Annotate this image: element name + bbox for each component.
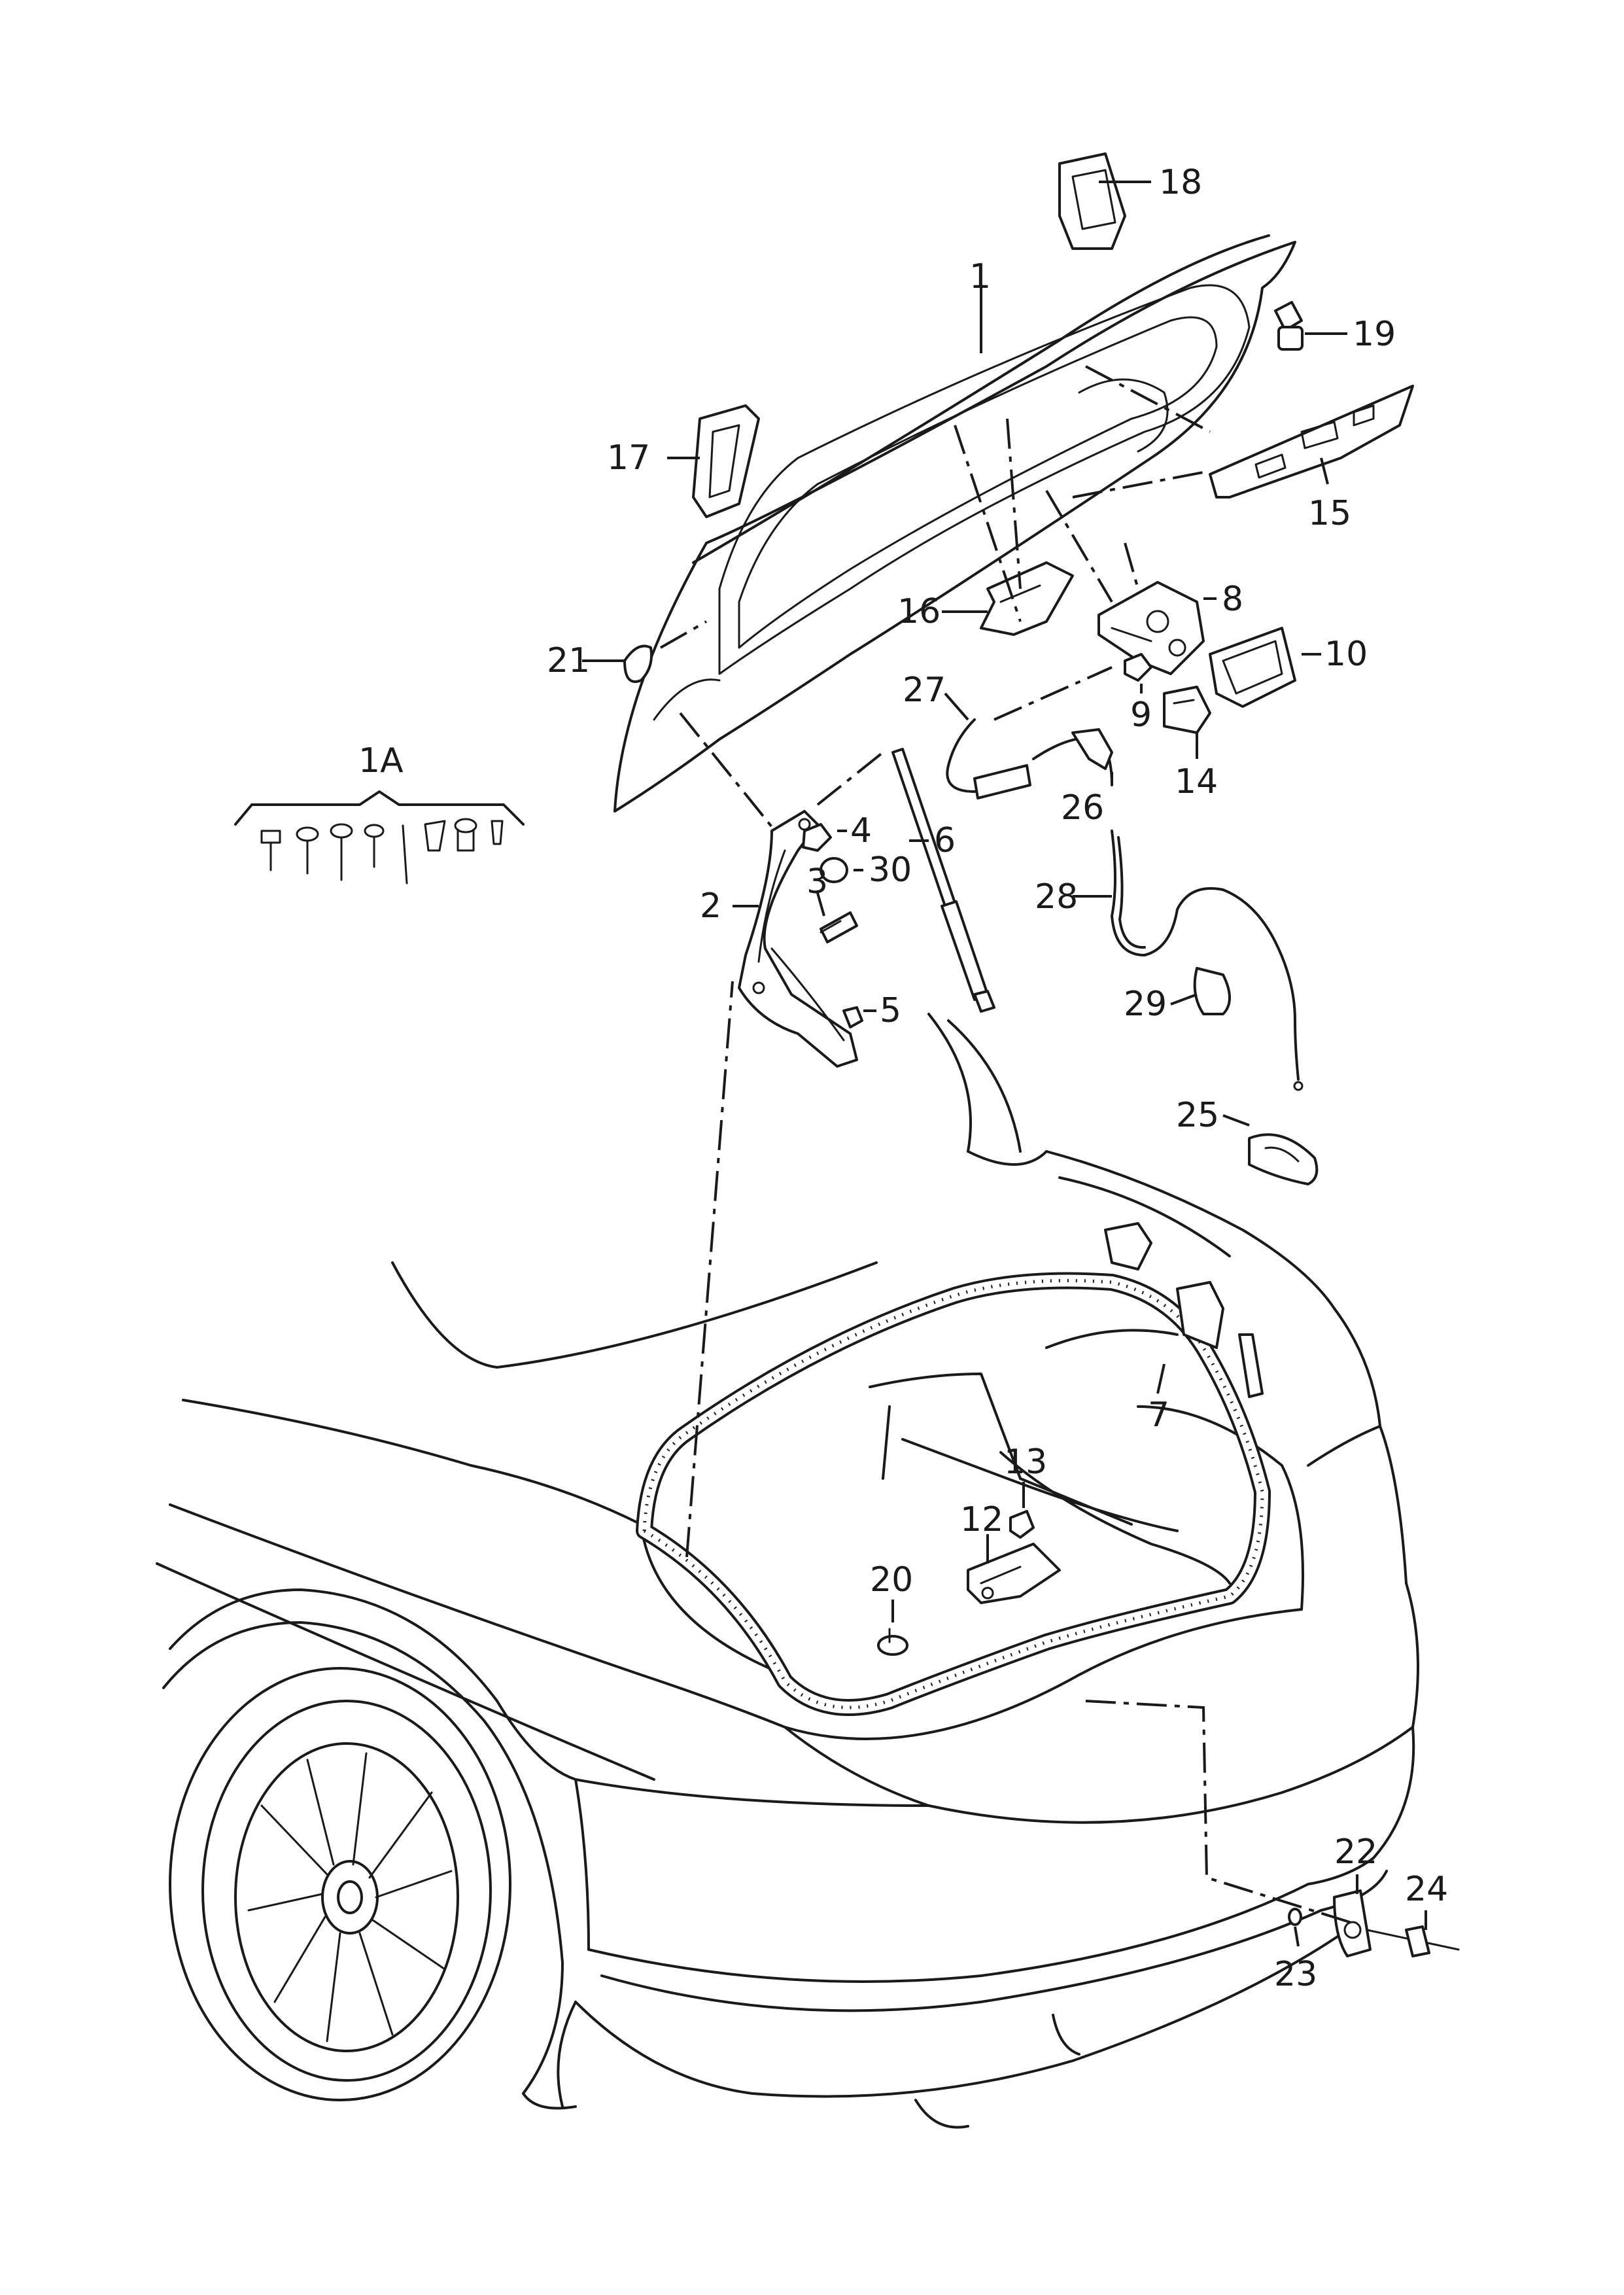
trunk-wall-strip — [1238, 1333, 1264, 1398]
callout-24: 24 — [1405, 1870, 1448, 1909]
callout-labels: 1 1A 2 3 4 5 6 7 8 9 10 12 13 14 15 16 1… — [358, 163, 1448, 1994]
callout-13: 13 — [1004, 1443, 1047, 1482]
trunk-wall-bracket-2 — [1176, 1281, 1224, 1349]
part-15-trim-panel — [1209, 385, 1414, 499]
part-21-cap — [623, 644, 653, 683]
leader-lines — [582, 181, 1427, 1947]
part-6-gas-strut — [891, 748, 995, 1013]
part-18-buffer — [1058, 152, 1126, 250]
callout-5: 5 — [880, 991, 901, 1030]
part-13-nut — [1009, 1510, 1035, 1539]
part-20-bolt — [877, 1628, 908, 1656]
part-10-handle — [1209, 627, 1296, 708]
installation-lines — [660, 365, 1355, 1925]
callout-17: 17 — [607, 438, 650, 478]
callout-7: 7 — [1148, 1395, 1169, 1435]
part-8-lock — [1097, 581, 1205, 675]
callout-1: 1 — [969, 257, 991, 296]
car-body — [156, 1013, 1419, 2129]
callout-29: 29 — [1124, 985, 1167, 1024]
callout-26: 26 — [1061, 788, 1104, 828]
trunk-opening — [869, 1150, 1231, 1585]
callout-22: 22 — [1334, 1832, 1377, 1872]
callout-25: 25 — [1176, 1096, 1219, 1135]
callout-15: 15 — [1308, 494, 1351, 533]
callout-8: 8 — [1222, 580, 1243, 619]
trunk-lid — [613, 234, 1296, 813]
callout-14: 14 — [1175, 762, 1218, 801]
callout-23: 23 — [1274, 1955, 1317, 1994]
callout-3: 3 — [806, 862, 828, 902]
part-27-cable — [946, 666, 1113, 799]
part-2-hinge — [738, 810, 858, 1068]
callout-12: 12 — [960, 1500, 1003, 1539]
part-12-striker — [967, 1543, 1061, 1604]
callout-28: 28 — [1035, 877, 1078, 917]
callout-19: 19 — [1353, 315, 1396, 354]
part-3-bolt — [820, 911, 858, 943]
part-17-buffer — [692, 404, 760, 518]
trunk-wall-bracket-1 — [1104, 1222, 1152, 1270]
part-30-bumper — [820, 857, 848, 883]
part-9-nut — [1124, 653, 1152, 682]
callout-20: 20 — [870, 1560, 913, 1600]
part-29-cable-clip — [1193, 967, 1231, 1015]
callout-18: 18 — [1159, 163, 1202, 202]
part-1A-fastener-set — [234, 790, 525, 885]
part-4-nut — [802, 823, 832, 852]
rear-wheel — [169, 1667, 511, 2101]
callout-10: 10 — [1324, 635, 1368, 674]
callout-1A: 1A — [358, 741, 404, 780]
part-16-holder — [980, 561, 1074, 636]
callout-21: 21 — [547, 641, 590, 680]
part-19-bumper-stop — [1274, 301, 1304, 351]
part-23-washer — [1288, 1908, 1302, 1926]
trunk-seal — [636, 1272, 1271, 1716]
callout-30: 30 — [869, 850, 912, 890]
part-28-release-cable — [1111, 830, 1304, 1091]
callout-16: 16 — [897, 592, 941, 631]
callout-2: 2 — [700, 886, 721, 926]
part-25-grommet — [1248, 1133, 1319, 1185]
callout-27: 27 — [903, 671, 946, 710]
part-14-bracket — [1163, 686, 1211, 734]
part-24-pin — [1366, 1925, 1460, 1957]
part-26-cable-guide — [1032, 728, 1113, 786]
callout-9: 9 — [1130, 695, 1152, 735]
part-22-bracket — [1333, 1889, 1372, 1957]
callout-4: 4 — [850, 811, 872, 850]
callout-6: 6 — [934, 821, 956, 860]
part-5-nut — [842, 1006, 863, 1028]
